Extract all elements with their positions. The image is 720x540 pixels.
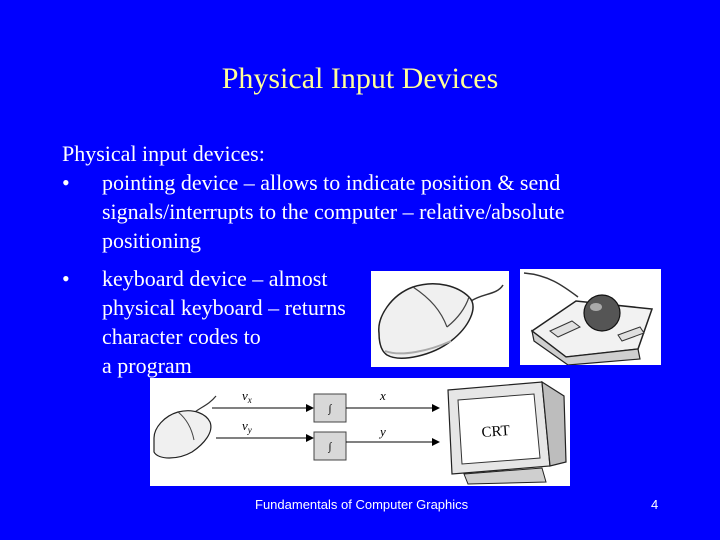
y-label: y bbox=[378, 424, 386, 439]
mouse-image bbox=[371, 271, 509, 367]
crt-monitor-icon: CRT bbox=[447, 380, 567, 485]
bullet-2-line-2: physical keyboard – returns bbox=[102, 295, 346, 320]
vx-label: vx bbox=[242, 388, 252, 405]
bullet-marker: • bbox=[62, 266, 70, 291]
integrator-y-symbol: ∫ bbox=[327, 441, 332, 453]
bullet-1-line-1: pointing device – allows to indicate pos… bbox=[102, 170, 561, 195]
vy-label: vy bbox=[242, 418, 252, 435]
slide-title: Physical Input Devices bbox=[221, 62, 499, 95]
page-number: 4 bbox=[651, 497, 659, 512]
trackball-icon bbox=[523, 272, 654, 365]
mouse-to-crt-diagram: vx vy ∫ ∫ x y CRT bbox=[150, 378, 570, 486]
integrator-x-symbol: ∫ bbox=[327, 403, 332, 415]
x-label: x bbox=[379, 388, 386, 403]
trackball-image bbox=[520, 269, 661, 365]
bullet-1-line-2: signals/interrupts to the computer – rel… bbox=[102, 199, 565, 224]
intro-text: Physical input devices: bbox=[62, 141, 265, 166]
mouse-icon bbox=[153, 395, 217, 459]
footer-text: Fundamentals of Computer Graphics bbox=[255, 497, 469, 512]
integrator-y-box bbox=[313, 431, 347, 461]
mouse-icon bbox=[378, 283, 504, 359]
crt-label: CRT bbox=[481, 423, 510, 441]
bullet-2-line-1: keyboard device – almost bbox=[102, 266, 328, 291]
bullet-marker: • bbox=[62, 170, 70, 195]
diagram-drawing: vx vy ∫ ∫ x y CRT bbox=[153, 380, 567, 485]
bullet-2-line-4: a program bbox=[102, 353, 192, 378]
bullet-2-line-3: character codes to bbox=[102, 324, 261, 349]
bullet-1-line-3: positioning bbox=[102, 228, 202, 253]
